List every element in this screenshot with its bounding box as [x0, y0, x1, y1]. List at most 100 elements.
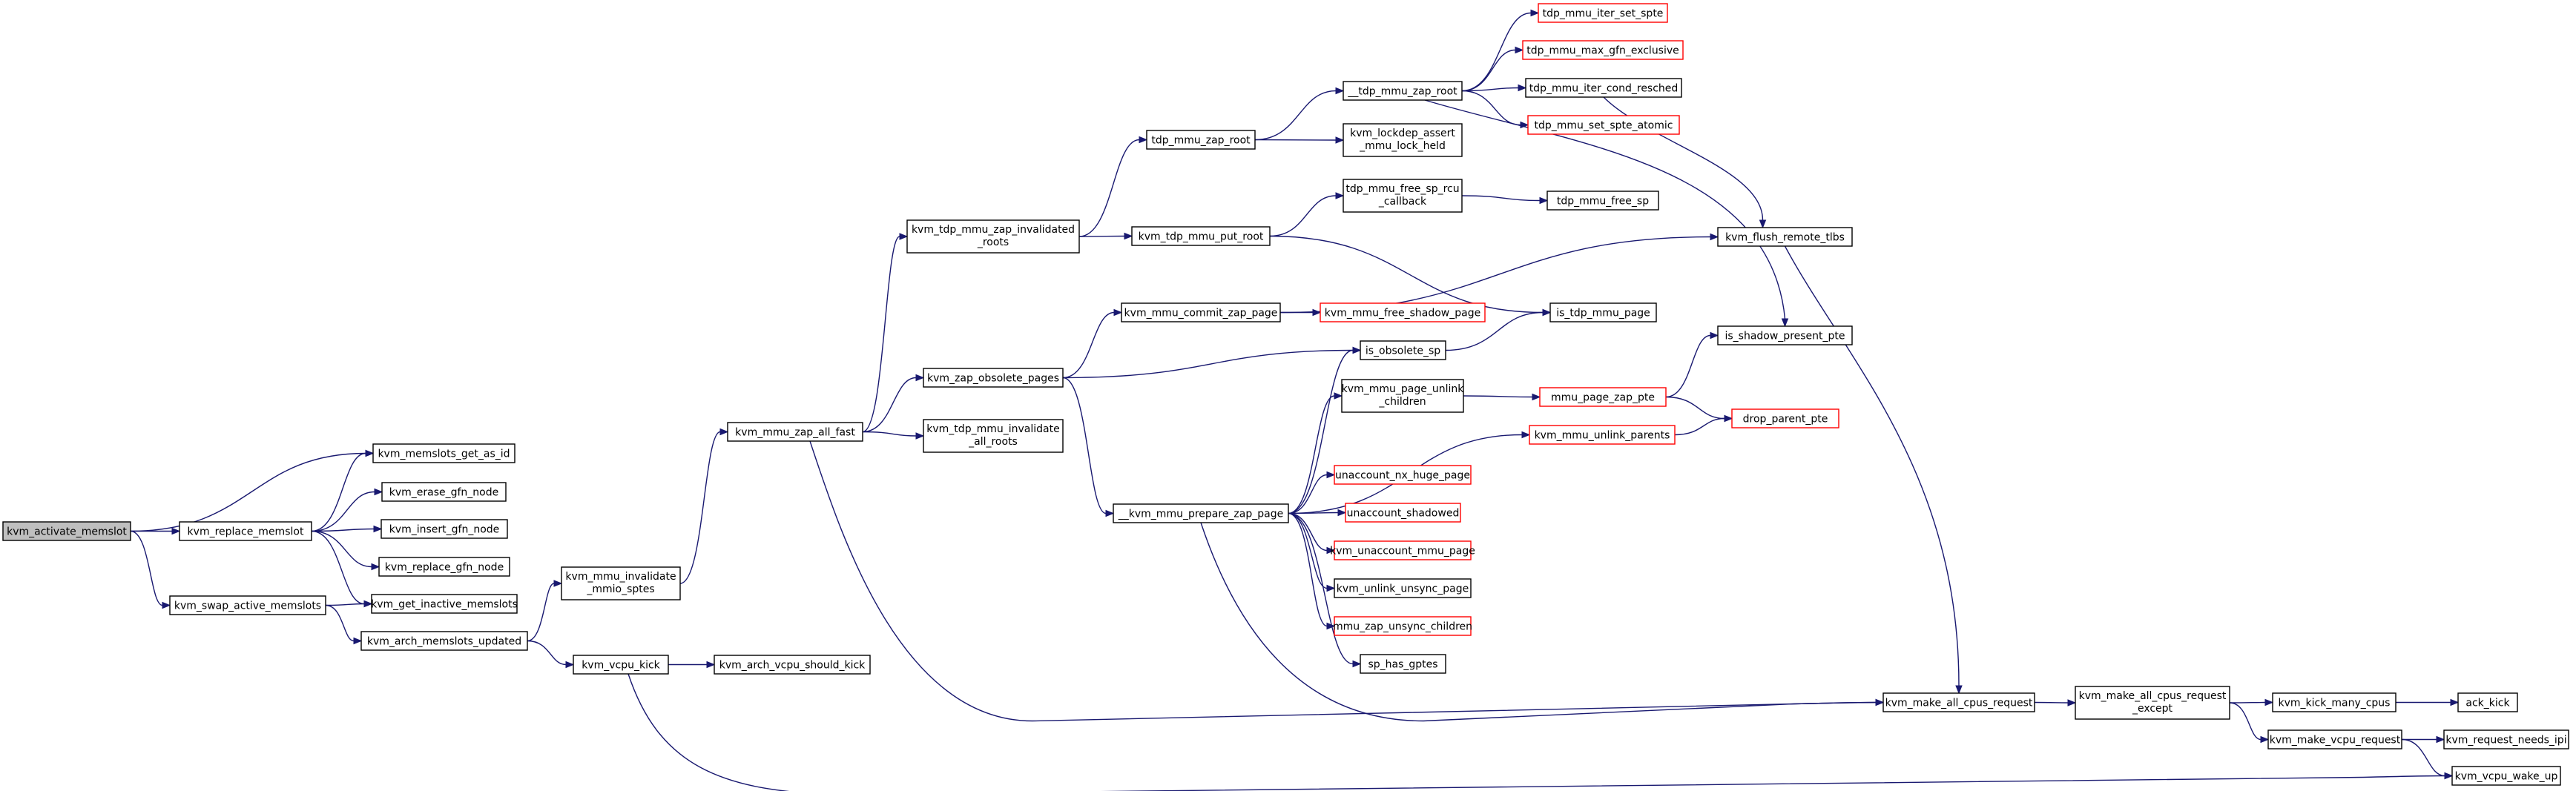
call-edge-line — [1062, 349, 1354, 379]
function-node[interactable]: tdp_mmu_iter_cond_resched — [1525, 78, 1682, 98]
arrowhead-icon — [371, 563, 381, 571]
function-node[interactable]: kvm_tdp_mmu_invalidate_all_roots — [923, 419, 1064, 453]
arrowhead-icon — [915, 432, 925, 440]
function-node[interactable]: kvm_arch_vcpu_should_kick — [714, 655, 871, 675]
function-node[interactable]: kvm_unlink_unsync_page — [1334, 578, 1472, 598]
function-node[interactable]: unaccount_nx_huge_page — [1334, 465, 1472, 485]
function-node-box — [1121, 302, 1281, 322]
function-node[interactable]: tdp_mmu_free_sp_rcu_callback — [1343, 179, 1463, 213]
function-node-label: tdp_mmu_free_sp_rcu_callback — [1345, 183, 1459, 208]
function-node[interactable]: kvm_erase_gfn_node — [381, 482, 507, 502]
function-node[interactable]: kvm_make_vcpu_request — [2267, 729, 2402, 749]
call-edge-line — [1288, 474, 1328, 514]
call-edge-line — [1269, 235, 1544, 314]
function-node[interactable]: kvm_arch_memslots_updated — [360, 631, 528, 651]
function-node-label: tdp_mmu_max_gfn_exclusive — [1526, 45, 1679, 57]
function-node[interactable]: kvm_swap_active_memslots — [169, 595, 326, 615]
function-node[interactable]: mmu_page_zap_pte — [1539, 387, 1667, 407]
function-node[interactable]: kvm_lockdep_assert_mmu_lock_held — [1343, 123, 1463, 157]
arrowhead-icon — [565, 661, 575, 669]
function-node-box — [2075, 686, 2230, 720]
call-edge-line — [527, 583, 555, 642]
arrowhead-icon — [1335, 192, 1345, 199]
arrowhead-icon — [162, 601, 171, 609]
function-node-label: kvm_make_all_cpus_request_except — [2079, 690, 2227, 715]
call-edge — [527, 580, 563, 642]
arrowhead-icon — [899, 233, 909, 240]
call-edge — [1784, 245, 1963, 695]
call-edge-line — [1665, 334, 1711, 398]
arrowhead-icon — [1710, 331, 1719, 340]
function-node[interactable]: kvm_get_inactive_memslots — [371, 594, 518, 614]
function-node[interactable]: __tdp_mmu_zap_root — [1343, 81, 1463, 101]
function-node[interactable]: is_shadow_present_pte — [1717, 325, 1853, 345]
arrowhead-icon — [1539, 196, 1549, 205]
function-node[interactable]: kvm_tdp_mmu_put_root — [1131, 226, 1271, 246]
function-node[interactable]: kvm_insert_gfn_node — [381, 519, 508, 539]
function-node-label: kvm_mmu_unlink_parents — [1535, 430, 1670, 442]
call-edge-line — [1288, 512, 1354, 665]
function-node[interactable]: is_obsolete_sp — [1360, 340, 1446, 360]
function-node[interactable]: ack_kick — [2457, 692, 2518, 712]
call-edge-line — [862, 236, 900, 433]
function-node[interactable]: kvm_flush_remote_tlbs — [1717, 227, 1853, 247]
call-edge — [1254, 87, 1345, 141]
function-node[interactable]: tdp_mmu_max_gfn_exclusive — [1522, 40, 1684, 60]
function-node-label: __kvm_mmu_prepare_zap_page — [1118, 509, 1283, 520]
call-edge-line — [1254, 139, 1337, 141]
function-node[interactable]: tdp_mmu_free_sp — [1546, 191, 1659, 211]
function-node-label: is_shadow_present_pte — [1725, 331, 1845, 342]
call-edge — [1062, 377, 1115, 517]
function-node[interactable]: tdp_mmu_set_spte_atomic — [1527, 115, 1680, 135]
function-node[interactable]: kvm_mmu_commit_zap_page — [1121, 302, 1281, 322]
call-edge — [130, 449, 375, 532]
function-node[interactable]: kvm_mmu_invalidate_mmio_sptes — [561, 566, 681, 600]
function-node[interactable]: kvm_unaccount_mmu_page — [1330, 540, 1475, 560]
call-edge — [862, 374, 925, 433]
function-node[interactable]: kvm_replace_gfn_node — [378, 557, 510, 577]
function-node[interactable]: kvm_mmu_free_shadow_page — [1320, 302, 1486, 322]
function-node[interactable]: kvm_vcpu_kick — [573, 655, 669, 675]
function-node[interactable]: tdp_mmu_zap_root — [1146, 130, 1256, 150]
function-node-box — [1538, 3, 1668, 23]
function-node[interactable]: tdp_mmu_iter_set_spte — [1538, 3, 1668, 23]
call-edge — [130, 530, 171, 609]
arrowhead-icon — [1334, 392, 1343, 400]
call-edge — [1062, 308, 1123, 379]
function-node[interactable]: kvm_vcpu_wake_up — [2451, 766, 2561, 786]
function-node[interactable]: kvm_make_all_cpus_request_except — [2075, 686, 2230, 720]
function-node[interactable]: __kvm_mmu_prepare_zap_page — [1113, 503, 1289, 523]
call-edge — [1461, 195, 1549, 205]
function-node-box — [1334, 616, 1472, 636]
function-node[interactable]: kvm_make_all_cpus_request — [1882, 692, 2035, 712]
call-edge — [527, 640, 575, 669]
function-node[interactable]: kvm_kick_many_cpus — [2272, 692, 2397, 712]
function-node[interactable]: kvm_memslots_get_as_id — [372, 443, 515, 463]
call-edge-line — [1279, 236, 1711, 314]
function-node[interactable]: sp_has_gptes — [1360, 654, 1446, 674]
call-edge — [1078, 232, 1133, 240]
function-node-label: kvm_vcpu_kick — [582, 660, 660, 672]
function-node[interactable]: kvm_tdp_mmu_zap_invalidated_roots — [906, 219, 1080, 254]
call-edge — [311, 525, 383, 533]
function-node[interactable]: kvm_request_needs_ipi — [2443, 729, 2569, 749]
function-node-label: is_obsolete_sp — [1366, 345, 1440, 357]
function-node[interactable]: kvm_replace_memslot — [179, 521, 312, 541]
call-edge — [862, 431, 925, 440]
function-node-label: kvm_insert_gfn_node — [389, 524, 500, 536]
call-edge-line — [2229, 701, 2266, 704]
function-node[interactable]: drop_parent_pte — [1731, 408, 1839, 428]
function-node[interactable]: is_tdp_mmu_page — [1549, 302, 1657, 322]
call-edge — [2401, 738, 2454, 780]
function-node[interactable]: mmu_zap_unsync_children — [1333, 616, 1472, 636]
function-node[interactable]: kvm_mmu_unlink_parents — [1529, 425, 1676, 445]
function-node[interactable]: kvm_zap_obsolete_pages — [923, 368, 1064, 388]
function-node[interactable]: kvm_mmu_zap_all_fast — [727, 422, 863, 442]
arrowhead-icon — [706, 661, 716, 669]
function-node-label: tdp_mmu_iter_cond_resched — [1529, 83, 1679, 95]
function-node[interactable]: unaccount_shadowed — [1345, 503, 1461, 523]
function-node-label: kvm_memslots_get_as_id — [378, 449, 510, 460]
call-edge — [1078, 136, 1148, 237]
function-node[interactable]: kvm_mmu_page_unlink_children — [1341, 379, 1465, 413]
arrowhead-icon — [1105, 509, 1115, 517]
